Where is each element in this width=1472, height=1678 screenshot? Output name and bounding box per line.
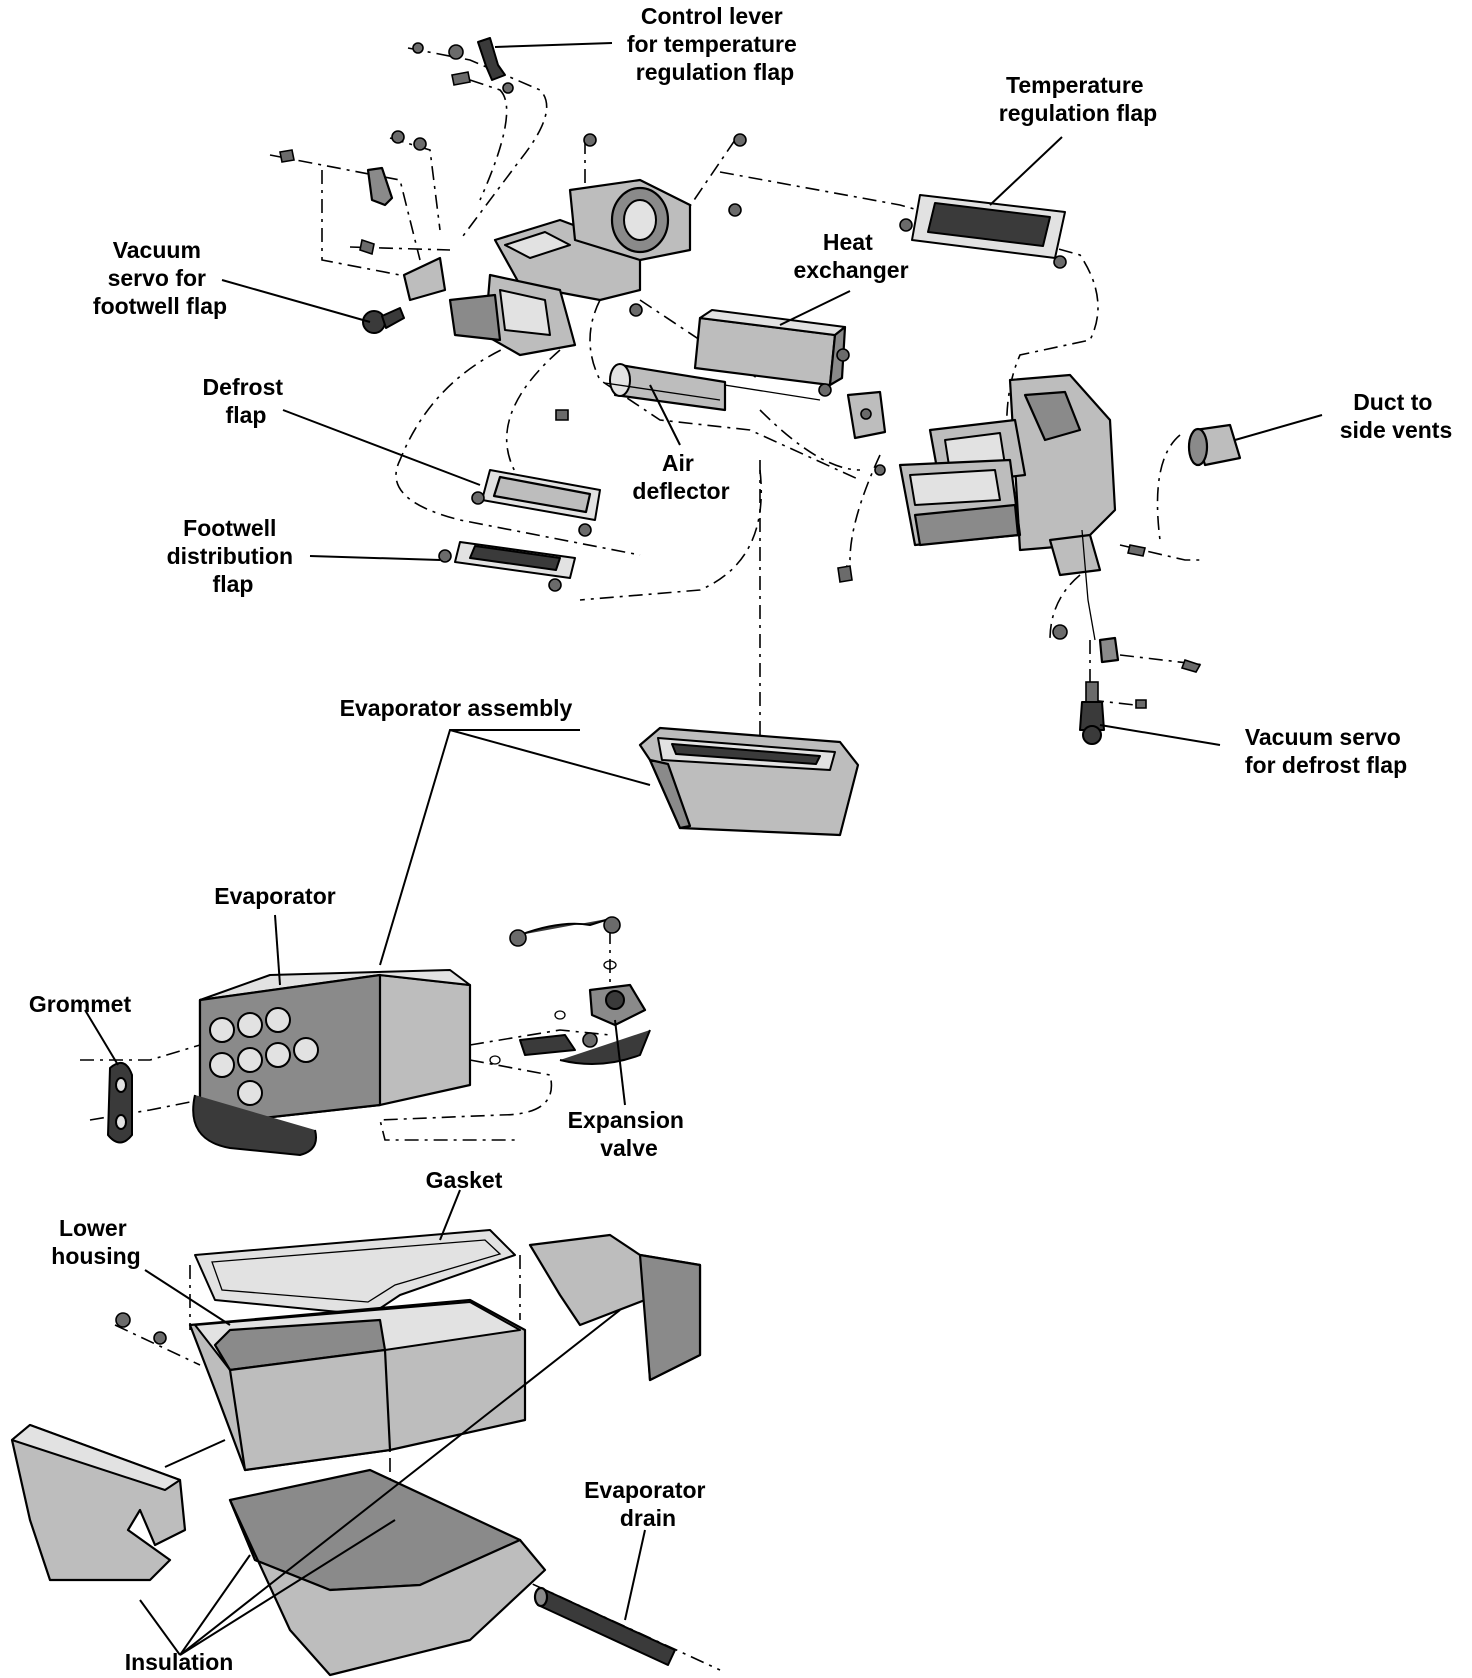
control-lever-part	[412, 37, 514, 94]
label-control-lever: Control lever for temperature regulation…	[627, 3, 803, 85]
left-insulation-part	[10, 1423, 187, 1582]
label-evaporator: Evaporator	[214, 883, 335, 909]
label-grommet: Grommet	[29, 991, 132, 1017]
side-insulation-part	[528, 1233, 702, 1382]
bottom-insulation-part	[228, 1468, 547, 1677]
label-evaporator-drain: Evaporator drain	[584, 1477, 712, 1531]
gasket-part	[194, 1229, 516, 1316]
evaporator-assembly-part	[638, 726, 860, 837]
vacuum-servo-footwell-part	[362, 166, 447, 334]
label-footwell-distribution-flap: Footwell distribution flap	[167, 515, 300, 597]
evaporator-drain-part	[533, 1586, 676, 1666]
label-temperature-regulation-flap: Temperature regulation flap	[999, 72, 1157, 126]
label-insulation: Insulation	[125, 1649, 234, 1675]
label-expansion-valve: Expansion valve	[568, 1107, 691, 1161]
lower-housing-part	[115, 1298, 527, 1472]
label-vacuum-servo-footwell: Vacuum servo for footwell flap	[93, 237, 227, 319]
leader-lines	[84, 42, 1323, 1656]
temperature-regulation-flap-part	[899, 194, 1067, 269]
air-deflector-part	[604, 363, 727, 412]
evaporator-tube-ends	[209, 1007, 319, 1106]
label-gasket: Gasket	[426, 1167, 503, 1193]
duct-to-side-vents-part	[1187, 423, 1242, 467]
label-duct-to-side-vents: Duct to side vents	[1340, 389, 1453, 443]
defrost-flap-part	[471, 469, 601, 537]
vacuum-servo-defrost-part	[1052, 529, 1120, 745]
label-defrost-flap: Defrost flap	[203, 374, 290, 428]
small-hardware	[279, 130, 1202, 709]
label-vacuum-servo-defrost: Vacuum servo for defrost flap	[1245, 724, 1407, 778]
upper-housing-right	[898, 373, 1117, 577]
expansion-valve-part	[489, 916, 651, 1065]
label-air-deflector: Air deflector	[632, 450, 729, 504]
label-evaporator-assembly: Evaporator assembly	[340, 695, 573, 721]
evaporator-part	[192, 969, 472, 1156]
label-heat-exchanger: Heat exchanger	[793, 229, 908, 283]
upper-housing-left	[448, 178, 692, 357]
footwell-distribution-flap-part	[438, 541, 576, 592]
heat-exchanger-part	[679, 309, 850, 401]
grommet-part	[107, 1061, 133, 1144]
label-lower-housing: Lower housing	[51, 1215, 140, 1269]
labels: Control lever for temperature regulation…	[29, 3, 1452, 1675]
small-flap-plate	[846, 390, 887, 440]
